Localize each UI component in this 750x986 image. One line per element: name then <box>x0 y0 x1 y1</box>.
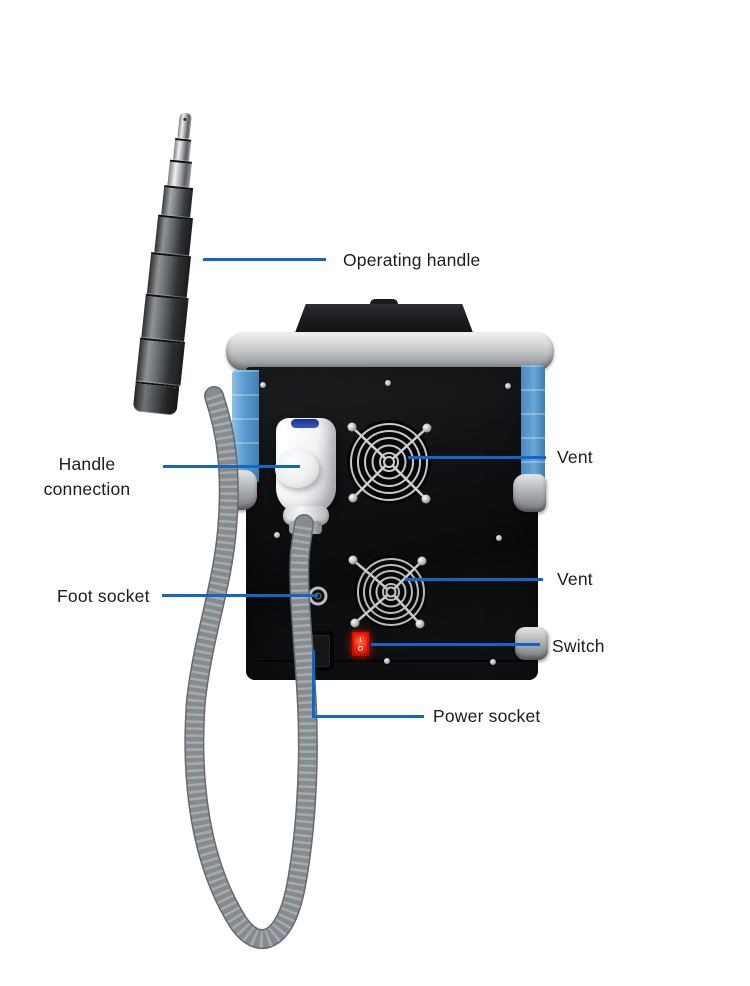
machine-side-panel-right <box>521 365 545 483</box>
label-foot-socket: Foot socket <box>57 586 150 606</box>
panel-screw <box>505 383 511 389</box>
callout-line-vent-bottom <box>405 578 543 581</box>
vent-grille-bottom <box>348 555 428 629</box>
side-handle-right <box>513 474 546 512</box>
holster-dome <box>275 450 319 488</box>
callout-line-switch <box>371 643 540 646</box>
switch-rocker <box>354 634 367 654</box>
label-handle-connection: Handle connection <box>43 454 131 499</box>
label-vent-top: Vent <box>557 447 593 467</box>
machine-top-lid-bump <box>370 299 398 308</box>
panel-screw <box>274 532 280 538</box>
label-vent-bottom: Vent <box>557 569 593 589</box>
callout-line-foot-socket <box>162 594 318 597</box>
panel-screw <box>384 658 390 664</box>
panel-screw <box>385 380 391 386</box>
callout-line-power-socket-vertical <box>312 650 315 718</box>
panel-screw <box>490 659 496 665</box>
panel-screw <box>496 535 502 541</box>
power-switch <box>350 630 371 658</box>
machine-tray-rim <box>226 332 554 371</box>
label-power-socket: Power socket <box>433 706 541 726</box>
callout-line-vent-top <box>408 456 546 459</box>
panel-screw <box>260 382 266 388</box>
callout-line-handle-connection <box>163 465 300 468</box>
vent-grille-top <box>347 420 432 504</box>
holster-blue-accent <box>291 419 319 428</box>
machine-bottom-seam <box>256 660 528 662</box>
callout-line-power-socket <box>312 715 424 718</box>
label-operating-handle: Operating handle <box>343 250 481 270</box>
callout-line-operating-handle <box>203 258 326 261</box>
label-switch: Switch <box>552 636 605 656</box>
